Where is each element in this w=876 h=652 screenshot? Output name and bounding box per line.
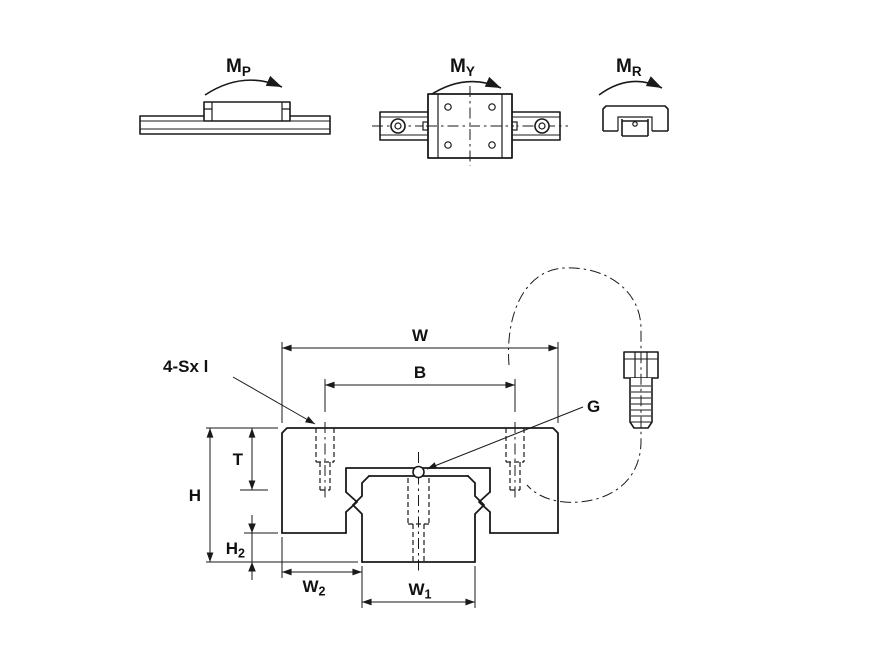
pitch-moment-diagram: MP <box>139 56 331 135</box>
dimension-b: B <box>324 363 516 412</box>
dimension-w1: W1 <box>362 566 476 608</box>
dimension-w2-label: W2 <box>303 577 326 599</box>
yaw-moment-label: MY <box>450 56 475 79</box>
dimension-t-label: T <box>233 450 244 469</box>
roll-moment-label: MR <box>616 56 642 79</box>
centerlines <box>324 422 516 574</box>
g-hole-callout: G <box>426 397 600 470</box>
dimension-h2: H2 <box>226 515 256 580</box>
mounting-holes-callout: 4-Sx l <box>163 357 316 425</box>
yaw-moment-diagram: MY <box>372 56 568 166</box>
dimension-t: T <box>233 428 256 490</box>
roll-rotation-arrow-icon <box>598 76 663 96</box>
extension-lines-left <box>206 427 358 563</box>
dimension-h-label: H <box>189 486 201 505</box>
dimension-w1-label: W1 <box>409 580 432 602</box>
dimension-w2: W2 <box>281 537 363 608</box>
yaw-rotation-arrow-icon <box>428 76 502 97</box>
dimension-h2-label: H2 <box>226 539 245 561</box>
pitch-moment-label: MP <box>226 56 251 79</box>
carriage-top-view <box>422 86 518 166</box>
dimension-w: W <box>281 326 559 423</box>
carriage-side-view <box>203 101 291 122</box>
roll-moment-diagram: MR <box>598 56 669 137</box>
mounting-holes-note: 4-Sx l <box>163 357 208 376</box>
bolt-assembly-centerline-loop <box>508 267 642 503</box>
g-hole <box>412 465 425 479</box>
pitch-rotation-arrow-icon <box>204 75 283 96</box>
dimension-w-label: W <box>412 326 429 345</box>
g-hole-label: G <box>587 397 600 416</box>
cross-section-view: W B T H H2 W2 <box>163 267 659 608</box>
dimension-h: H <box>189 428 214 562</box>
carriage-end-view <box>602 105 669 137</box>
dimension-b-label: B <box>414 363 426 382</box>
carriage-block-outline <box>281 427 559 534</box>
block-mounting-holes-hidden <box>315 428 525 491</box>
